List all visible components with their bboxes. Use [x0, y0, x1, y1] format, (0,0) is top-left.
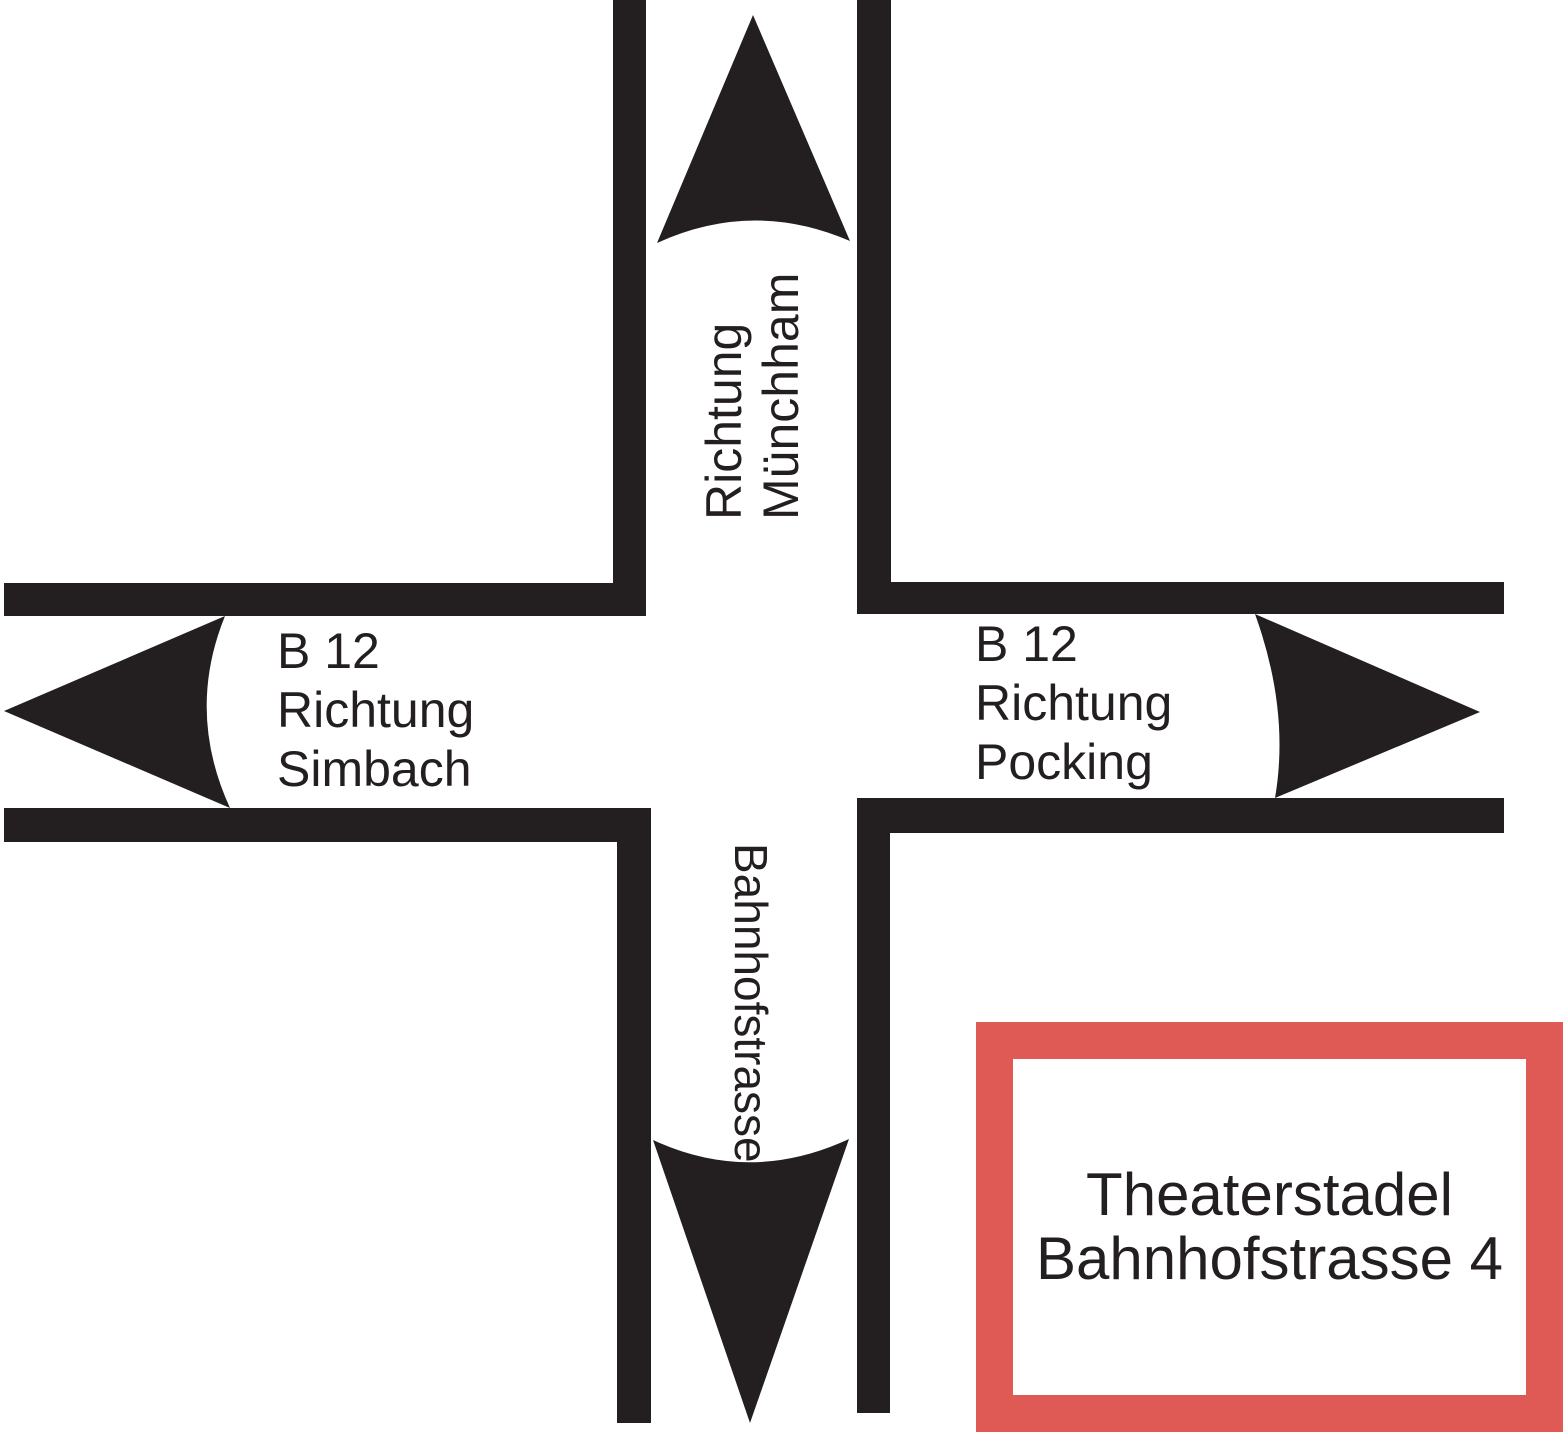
arrow-down-icon	[653, 1139, 849, 1423]
west-road-label-line2: Richtung	[277, 682, 475, 738]
arrow-left-icon	[4, 616, 230, 808]
destination-box: Theaterstadel Bahnhofstrasse 4	[976, 1022, 1563, 1432]
destination-label-line1: Theaterstadel	[1086, 1161, 1453, 1228]
west-road-label-line3: Simbach	[277, 741, 472, 797]
east-road-label-line3: Pocking	[975, 734, 1153, 790]
east-road-edge-top	[857, 582, 1504, 614]
west-road-edge-bottom	[4, 808, 651, 842]
south-road-label-line1: Bahnhofstrasse	[725, 843, 777, 1163]
east-road-label: B 12 Richtung Pocking	[975, 615, 1172, 792]
west-road-edge-top	[4, 583, 646, 616]
west-road-label: B 12 Richtung Simbach	[277, 622, 474, 799]
north-road-edge-right	[857, 0, 891, 614]
south-road-edge-left	[617, 808, 651, 1423]
destination-label-line2: Bahnhofstrasse 4	[1036, 1225, 1503, 1292]
arrow-up-icon	[657, 15, 850, 243]
south-road-edge-right	[857, 798, 890, 1413]
north-road-edge-left	[613, 0, 646, 616]
south-road-label: Bahnhofstrasse	[723, 843, 779, 1163]
east-road-label-line2: Richtung	[975, 675, 1173, 731]
west-road-label-line1: B 12	[277, 623, 380, 679]
north-road-label: Richtung Münchham	[696, 250, 810, 520]
east-road-edge-bottom	[857, 798, 1504, 833]
arrow-right-icon	[1255, 614, 1480, 798]
east-road-label-line1: B 12	[975, 616, 1078, 672]
destination-label: Theaterstadel Bahnhofstrasse 4	[1036, 1163, 1503, 1291]
north-road-label-line2: Münchham	[753, 272, 809, 520]
north-road-label-line1: Richtung	[696, 322, 752, 520]
